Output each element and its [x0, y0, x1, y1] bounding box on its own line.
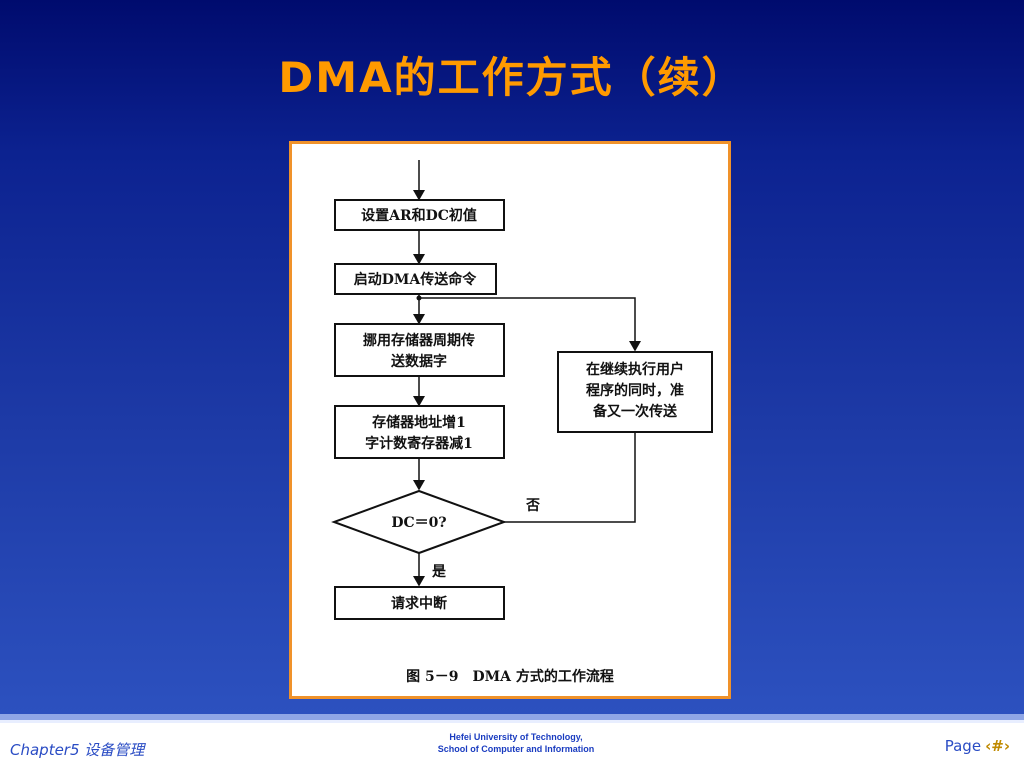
dma-flowchart: 设置AR和DC初值 启动DMA传送命令 挪用存储器周期传 送数据字 存储器地址增…: [331, 160, 713, 685]
start-box: [334, 263, 497, 295]
footer-university: Hefei University of Technology, School o…: [412, 731, 620, 755]
interrupt-box: [334, 586, 505, 620]
branch-yes-label: 是: [432, 564, 447, 580]
footer-university-line1: Hefei University of Technology,: [449, 732, 583, 742]
parallel-box: [557, 351, 713, 433]
update-box: [334, 405, 505, 459]
branch-no-line: [504, 432, 636, 523]
slide-title: DMA的工作方式（续）: [278, 53, 746, 102]
update-box-text-2: 字计数寄存器减1: [365, 435, 473, 452]
footer-divider-light: [0, 720, 1024, 723]
interrupt-box-text: 请求中断: [391, 595, 447, 612]
parallel-box-text-2: 程序的同时，准: [586, 382, 684, 399]
steal-box: [334, 323, 505, 377]
footer-page-label: Page: [944, 737, 982, 755]
footer-page-number: ‹#›: [985, 737, 1010, 755]
figure-caption: 图 5－9 DMA 方式的工作流程: [406, 668, 614, 685]
update-box-text-1: 存储器地址增1: [372, 414, 466, 431]
parallel-box-text-1: 在继续执行用户: [586, 361, 684, 378]
start-box-text: 启动DMA传送命令: [354, 271, 477, 288]
footer-page: Page‹#›: [945, 737, 1010, 755]
footer-divider: [0, 714, 1024, 720]
footer-university-line2: School of Computer and Information: [437, 744, 595, 754]
slide-footer: Chapter5 设备管理 Hefei University of Techno…: [0, 723, 1024, 768]
parallel-box-text-3: 备又一次传送: [592, 403, 678, 420]
branch-no-label: 否: [525, 498, 540, 514]
flowchart-figure: 设置AR和DC初值 启动DMA传送命令 挪用存储器周期传 送数据字 存储器地址增…: [289, 141, 731, 699]
footer-chapter: Chapter5 设备管理: [10, 741, 145, 759]
init-box-text: 设置AR和DC初值: [361, 207, 477, 224]
branch-to-parallel: [419, 297, 641, 352]
decision-text: DC＝0?: [391, 515, 446, 531]
steal-box-text-2: 送数据字: [390, 353, 447, 370]
steal-box-text-1: 挪用存储器周期传: [363, 332, 475, 349]
